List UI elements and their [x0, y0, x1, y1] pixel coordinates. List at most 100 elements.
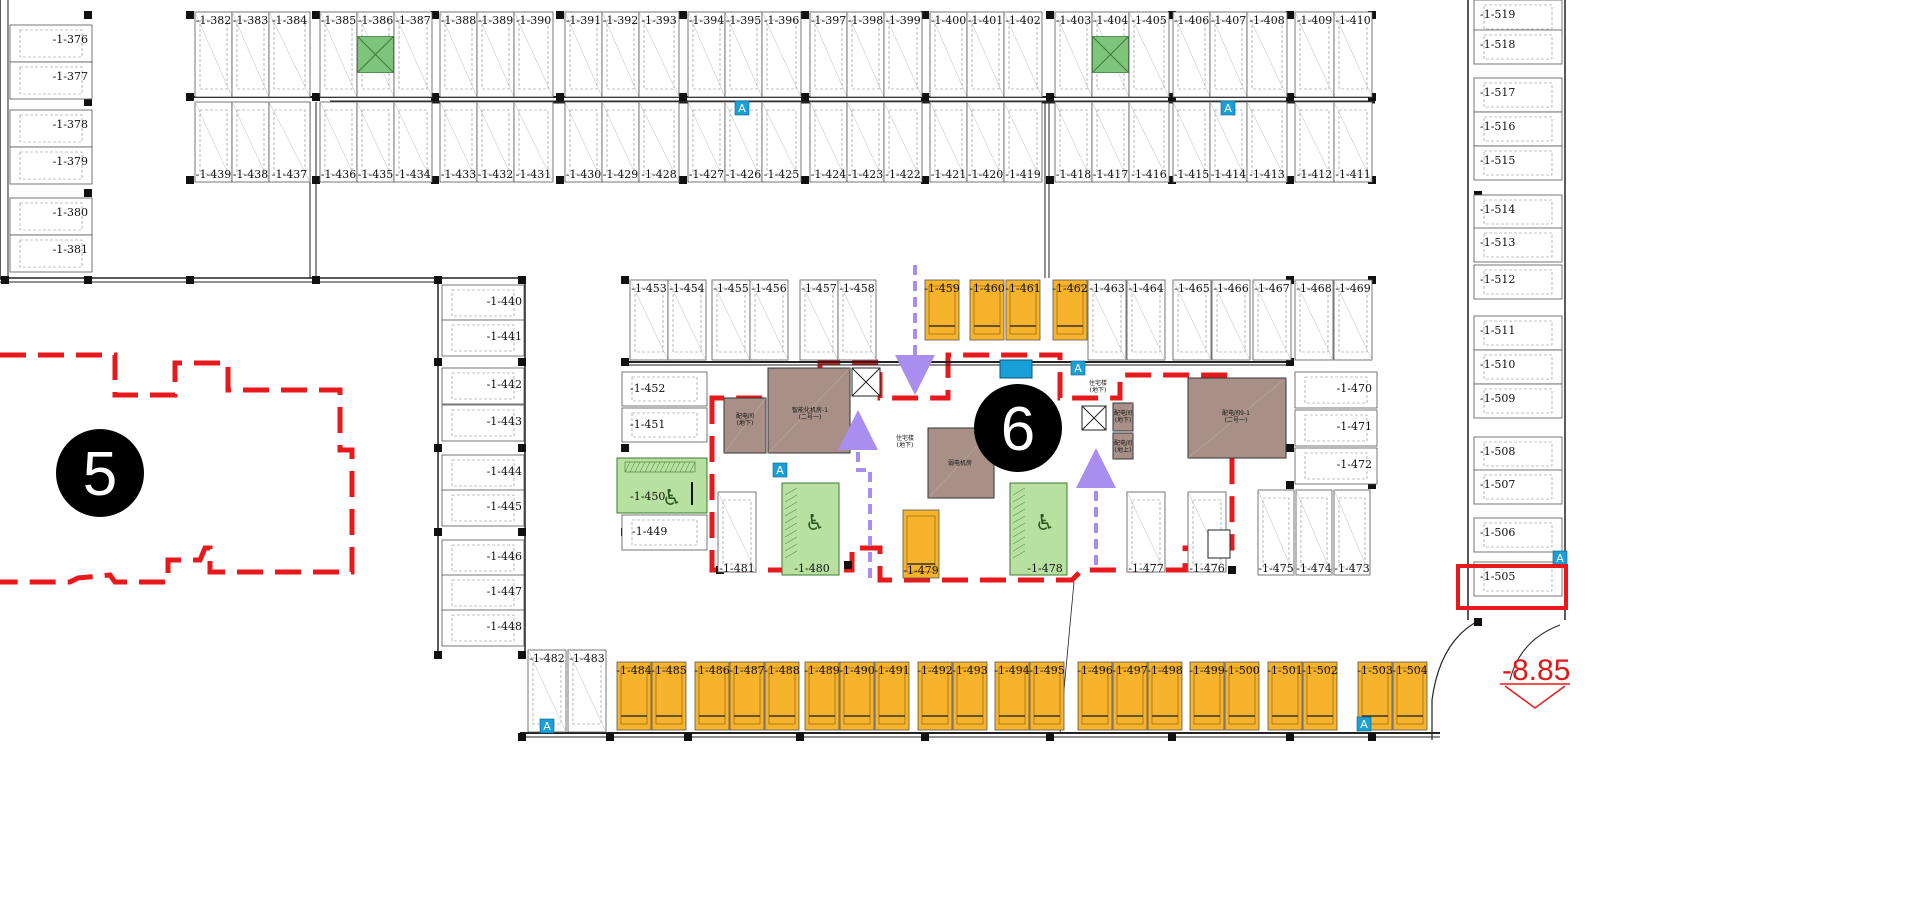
parking-space: -1-408 [1246, 11, 1288, 98]
hatch-line [1012, 529, 1026, 538]
parking-space: -1-436 [319, 101, 358, 183]
space-diagonal [929, 101, 968, 183]
room-label-line: 配电间 [736, 412, 754, 420]
parking-space: -1-481 [717, 491, 757, 575]
parking-space: -1-376 [9, 24, 93, 63]
space-car-outline [1271, 667, 1299, 725]
space-car-outline [273, 109, 306, 175]
structural-column [186, 11, 194, 19]
space-diagonal [439, 101, 478, 183]
space-car-outline [1483, 232, 1553, 258]
ramp-curve [1431, 619, 1481, 740]
space-car-outline [606, 19, 635, 90]
space-diagonal [564, 11, 603, 98]
space-outline [969, 279, 1005, 341]
space-car-outline [398, 109, 428, 175]
room-label-line: 配电间 [1114, 439, 1132, 447]
space-label: -1-393 [641, 14, 676, 27]
space-label: -1-511 [1480, 324, 1515, 337]
hatch-line [1012, 536, 1026, 545]
parking-space: -1-432 [476, 101, 515, 183]
elevator-cross [851, 367, 881, 397]
parking-space: -1-395 [724, 11, 763, 98]
wheelchair-icon: ♿ [1035, 511, 1055, 536]
parking-space: -1-379 [9, 146, 93, 185]
zone-circle [974, 384, 1062, 472]
space-label: -1-478 [1027, 562, 1062, 575]
parking-space: -1-407 [1209, 11, 1248, 98]
parking-space: -1-501 [1267, 661, 1303, 731]
space-label: -1-481 [719, 562, 754, 575]
space-car-outline [768, 667, 796, 725]
space-outline [1224, 661, 1260, 731]
space-car-outline [199, 19, 228, 90]
wheelchair-icon: ♿ [662, 486, 682, 511]
space-label: -1-456 [751, 282, 786, 295]
space-label: -1-452 [630, 382, 665, 395]
space-diagonal [439, 11, 478, 98]
parking-space: -1-506 [1473, 517, 1563, 553]
parking-space: -1-485 [651, 661, 687, 731]
parking-space: -1-452 [621, 371, 708, 407]
parking-space: -1-392 [601, 11, 640, 98]
space-outline [9, 146, 93, 185]
structural-column [556, 93, 564, 101]
structural-column [1228, 566, 1236, 574]
structural-column [621, 358, 629, 366]
space-car-outline [398, 19, 428, 90]
space-outline [729, 661, 765, 731]
parking-space: -1-394 [687, 11, 726, 98]
space-car-outline [1056, 285, 1084, 335]
space-diagonal [567, 649, 607, 733]
accessible-sign-letter: A [738, 102, 746, 115]
space-car-outline [634, 287, 664, 353]
space-label: -1-415 [1174, 168, 1209, 181]
space-diagonal [846, 101, 885, 183]
space-car-outline [934, 109, 963, 175]
space-outline [9, 109, 93, 148]
structural-column [801, 11, 809, 19]
space-label: -1-408 [1249, 14, 1284, 27]
hatch-line [664, 461, 671, 473]
space-label: -1-472 [1337, 458, 1372, 471]
parking-space: -1-438 [231, 101, 270, 183]
structural-column [1168, 11, 1176, 19]
structural-column [431, 11, 439, 19]
space-car-outline [451, 324, 515, 352]
space-diagonal [1128, 101, 1170, 183]
structural-column [434, 276, 442, 284]
space-car-outline [1338, 497, 1366, 568]
parking-space: -1-510 [1473, 349, 1563, 385]
space-car-outline [1251, 109, 1283, 175]
room-diagonal [767, 367, 851, 454]
space-diagonal [513, 11, 554, 98]
parking-space: -1-502 [1302, 661, 1338, 731]
accessible-sign-letter: A [776, 464, 784, 477]
space-label: -1-459 [924, 282, 959, 295]
parking-space: -1-385 [319, 11, 358, 98]
structural-column [1286, 11, 1294, 19]
space-label: -1-458 [839, 282, 874, 295]
space-label: -1-482 [529, 652, 564, 665]
structural-column [1286, 358, 1294, 366]
space-car-outline [888, 19, 918, 90]
parking-space: -1-404 [1091, 11, 1130, 98]
structural-column [431, 93, 439, 101]
room-label-line: (地下) [1090, 386, 1107, 394]
space-label: -1-463 [1089, 282, 1124, 295]
space-car-outline [1300, 497, 1328, 568]
space-car-outline [1214, 19, 1243, 90]
space-label: -1-450 [630, 490, 665, 503]
space-label: -1-486 [694, 664, 729, 677]
space-car-outline [572, 657, 602, 725]
space-label: -1-479 [903, 564, 938, 577]
space-diagonal [629, 279, 669, 361]
space-car-outline [1177, 287, 1207, 353]
space-label: -1-416 [1131, 168, 1166, 181]
zone-number: 5 [83, 440, 117, 509]
space-car-outline [851, 19, 880, 90]
parking-space: -1-434 [393, 101, 433, 183]
space-label: -1-438 [233, 168, 268, 181]
hatch-line [784, 522, 798, 531]
